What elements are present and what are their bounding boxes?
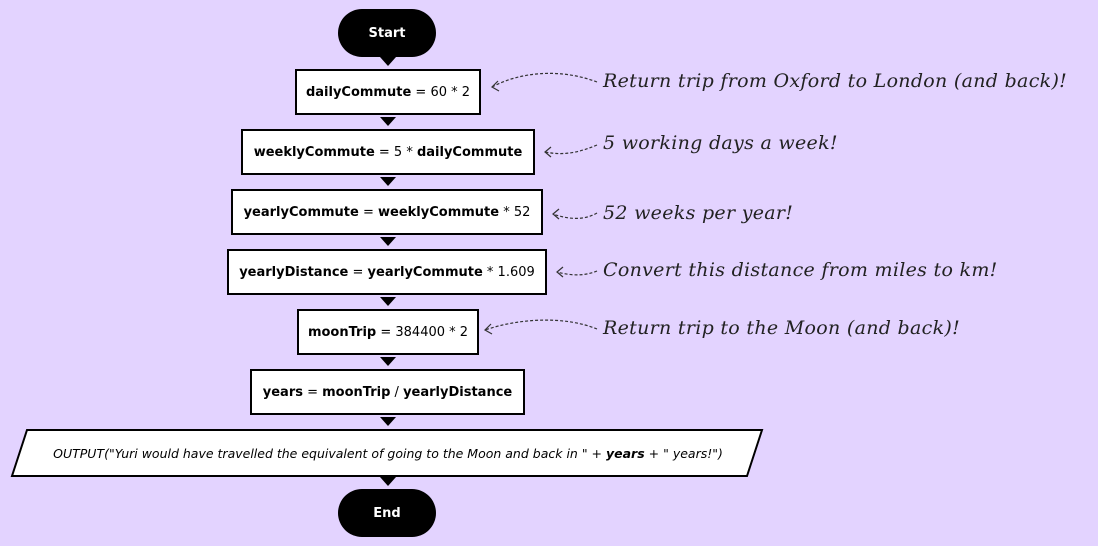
flow-arrow [380,117,396,126]
start-label: Start [368,25,406,41]
step-expression: dailyCommute [416,144,523,160]
step-expression-var2: yearlyDistance [403,384,513,400]
step-expression: 60 * 2 [430,84,471,100]
step-years: years = moonTrip / yearlyDistance [250,369,525,415]
step-operator: = [376,324,396,340]
annotation-miles-to-km: Convert this distance from miles to km! [603,259,998,281]
start-terminal: Start [338,9,436,57]
output-suffix: + " years!") [644,445,723,461]
flow-arrow [380,417,396,426]
flow-arrow [380,297,396,306]
annotation-arrow [491,72,598,88]
annotation-arrow [484,319,598,331]
step-operator: = [411,84,431,100]
step-variable: yearlyCommute [243,204,359,220]
flow-arrow [380,237,396,246]
step-moon-trip: moonTrip = 384400 * 2 [297,309,479,355]
step-expression-tail: * 1.609 [482,264,535,280]
step-variable: weeklyCommute [253,144,375,160]
step-expression-tail: * 52 [499,204,531,220]
step-weekly-commute: weeklyCommute = 5 * dailyCommute [241,129,535,175]
flow-arrow [380,477,396,486]
step-operator: = [348,264,368,280]
step-operator: = [358,204,379,220]
step-variable: yearlyDistance [239,264,349,280]
output-variable: years [606,445,645,461]
step-expression: 384400 * 2 [395,324,469,340]
step-operator: = 5 * [374,144,417,160]
step-variable: moonTrip [307,324,377,340]
flow-arrow [380,177,396,186]
end-terminal: End [338,489,436,537]
annotation-arrow [544,144,598,155]
annotation-arrow [556,270,598,276]
step-operator: = [302,384,323,400]
annotation-weeks-per-year: 52 weeks per year! [603,202,794,224]
annotation-oxford-london: Return trip from Oxford to London (and b… [603,70,1068,92]
output-statement: OUTPUT("Yuri would have travelled the eq… [14,430,762,476]
flow-arrow [380,357,396,366]
step-expression-mid: / [390,384,404,400]
step-yearly-distance: yearlyDistance = yearlyCommute * 1.609 [227,249,547,295]
output-prefix: OUTPUT("Yuri would have travelled the eq… [53,445,606,461]
annotation-moon-trip: Return trip to the Moon (and back)! [603,317,961,339]
step-expression-var: moonTrip [322,384,391,400]
end-label: End [373,505,401,521]
step-variable: years [262,384,303,400]
output-parallelogram [10,429,764,477]
flow-arrow [380,57,396,66]
step-expression-var: yearlyCommute [367,264,483,280]
annotation-working-days: 5 working days a week! [603,132,838,154]
step-expression-var: weeklyCommute [378,204,500,220]
step-daily-commute: dailyCommute = 60 * 2 [295,69,481,115]
step-yearly-commute: yearlyCommute = weeklyCommute * 52 [231,189,543,235]
step-variable: dailyCommute [305,84,412,100]
annotation-arrow [552,212,598,219]
